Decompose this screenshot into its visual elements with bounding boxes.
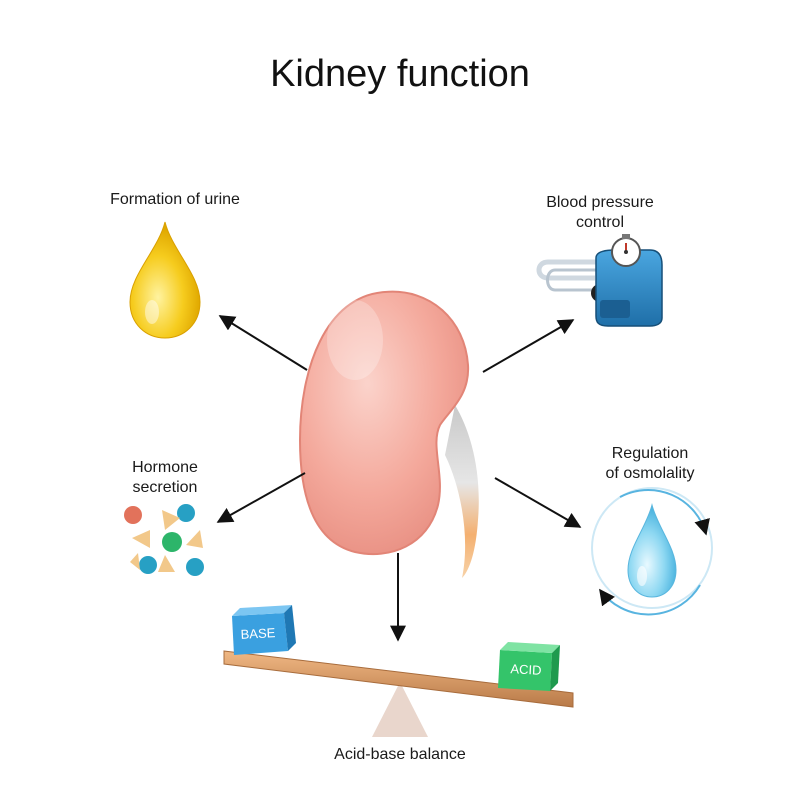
label-blood-pressure-2: control [575,214,625,231]
bp-gauge-knob [622,234,630,239]
acid-block-top [500,642,560,653]
base-block-side [284,605,296,651]
molecule-blue-2 [139,556,157,574]
base-block-front [232,613,288,655]
molecule-triangle-2 [162,510,180,530]
base-block [232,605,296,655]
label-blood-pressure-1: Blood pressure [546,194,654,211]
molecule-blue-3 [186,558,204,576]
cycle-arrow-2 [599,584,701,616]
seesaw-fulcrum [372,682,428,737]
acid-block-side [550,645,560,691]
urine-drop-shape [129,221,201,339]
base-block-label: BASE [240,625,276,642]
water-cycle-icon [591,487,713,616]
molecule-triangle-4 [158,555,175,572]
bp-tube-2 [546,268,600,292]
molecule-triangle-3 [186,530,203,548]
arrow-to-hormone [216,472,306,523]
arrow-to-urine [218,315,308,371]
label-osmolality-1: Regulation [611,445,689,462]
kidney-highlight [327,300,383,380]
label-urine: Formation of urine [110,191,240,208]
molecule-triangle-5 [130,553,140,570]
seesaw-icon [223,605,574,737]
sphygmomanometer-icon [536,234,663,327]
molecule-triangle-1 [132,530,150,548]
molecule-blue-1 [177,504,195,522]
molecule-green [162,532,182,552]
acid-block-label: ACID [510,661,542,678]
label-acid-base: Acid-base balance [334,746,466,763]
label-hormone-1: Hormone [132,459,198,476]
water-drop-shine [637,566,647,586]
urine-drop-icon [129,221,201,339]
kidney-shape [298,290,470,556]
hormone-molecules-icon [124,504,204,576]
acid-block-front [498,650,552,691]
acid-block [498,642,560,691]
cycle-arrow-1 [619,489,710,536]
water-cycle-ring [591,487,713,609]
urine-drop-shine [145,300,159,324]
kidney-icon [298,290,479,578]
arrow-to-osmolality [494,477,582,528]
bp-gauge-pin [624,250,628,254]
seesaw-beam [223,650,574,708]
bp-cuff-strap [600,300,630,318]
ureter [445,405,479,578]
label-hormone-2: secretion [132,479,198,496]
arrow-to-blood-pressure [482,319,575,373]
molecule-red [124,506,142,524]
base-block-top [232,605,292,616]
label-osmolality-2: of osmolality [605,465,695,482]
water-drop-shape [627,503,677,598]
page-title: Kidney function [270,53,530,95]
